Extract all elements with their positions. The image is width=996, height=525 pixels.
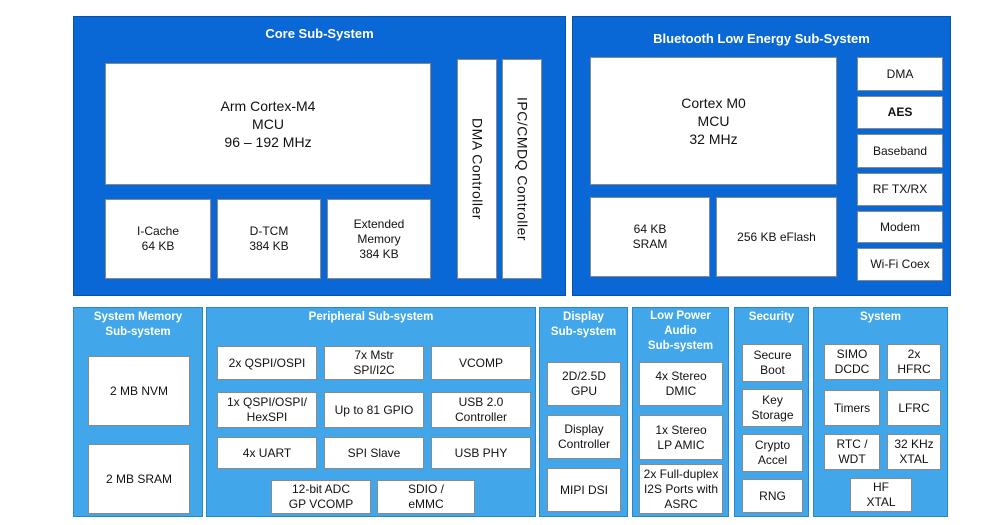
usb-controller-block: USB 2.0 Controller <box>431 392 531 428</box>
amic-block: 1x Stereo LP AMIC <box>639 415 723 460</box>
system-memory-subsystem: System Memory Sub-system 2 MB NVM 2 MB S… <box>73 307 203 517</box>
secure-boot-block: Secure Boot <box>742 344 803 382</box>
simo-dcdc-block: SIMO DCDC <box>824 344 880 380</box>
mipi-dsi-block: MIPI DSI <box>547 468 621 512</box>
aes-block: AES <box>857 96 943 129</box>
dma-controller-block: DMA Controller <box>457 59 497 279</box>
hfrc-block: 2x HFRC <box>887 344 941 380</box>
display-subsystem: Display Sub-system 2D/2.5D GPU Display C… <box>539 307 628 517</box>
gpu-block: 2D/2.5D GPU <box>547 362 621 406</box>
core-subsystem: Core Sub-System Arm Cortex-M4 MCU 96 – 1… <box>73 16 566 296</box>
mstr-spi-i2c-block: 7x Mstr SPI/I2C <box>324 346 424 380</box>
peripheral-subsystem-title: Peripheral Sub-system <box>308 311 434 323</box>
security-title: Security <box>748 311 795 323</box>
rtc-wdt-block: RTC / WDT <box>824 434 880 470</box>
crypto-accel-block: Crypto Accel <box>742 434 803 472</box>
xtal-32khz-block: 32 KHz XTAL <box>887 434 941 470</box>
modem-block: Modem <box>857 211 943 243</box>
sdio-emmc-block: SDIO / eMMC <box>377 480 475 514</box>
i2s-block: 2x Full-duplex I2S Ports with ASRC <box>639 464 723 514</box>
qspi-ospi-block: 2x QSPI/OSPI <box>217 346 317 380</box>
audio-subsystem: Low Power Audio Sub-system 4x Stereo DMI… <box>632 307 729 517</box>
adc-block: 12-bit ADC GP VCOMP <box>271 480 371 514</box>
vcomp-block: VCOMP <box>431 346 531 380</box>
display-controller-block: Display Controller <box>547 415 621 459</box>
system-subsystem: System SIMO DCDC 2x HFRC Timers LFRC RTC… <box>813 307 948 517</box>
display-subsystem-title: Display Sub-system <box>550 311 617 338</box>
security-subsystem: Security Secure Boot Key Storage Crypto … <box>734 307 809 517</box>
spi-slave-block: SPI Slave <box>324 437 424 469</box>
eflash-block: 256 KB eFlash <box>716 197 837 277</box>
timers-block: Timers <box>824 390 880 426</box>
wifi-coex-block: Wi-Fi Coex <box>857 248 943 281</box>
hf-xtal-block: HF XTAL <box>850 478 912 512</box>
ble-subsystem: Bluetooth Low Energy Sub-System Cortex M… <box>572 16 951 296</box>
dmic-block: 4x Stereo DMIC <box>639 362 723 406</box>
uart-block: 4x UART <box>217 437 317 469</box>
icache-block: I-Cache 64 KB <box>105 199 211 279</box>
usb-phy-block: USB PHY <box>431 437 531 469</box>
rng-block: RNG <box>742 479 803 513</box>
gpio-block: Up to 81 GPIO <box>324 392 424 428</box>
ble-subsystem-title: Bluetooth Low Energy Sub-System <box>653 31 870 46</box>
ble-sram-block: 64 KB SRAM <box>590 197 710 277</box>
ipc-cmdq-controller-block: IPC/CMDQ Controller <box>502 59 542 279</box>
core-subsystem-title: Core Sub-System <box>265 26 374 41</box>
cortex-m0-mcu-block: Cortex M0 MCU 32 MHz <box>590 57 837 185</box>
system-title: System <box>860 311 901 323</box>
cortex-m4-mcu-block: Arm Cortex-M4 MCU 96 – 192 MHz <box>105 63 431 185</box>
ble-dma-block: DMA <box>857 57 943 91</box>
baseband-block: Baseband <box>857 134 943 168</box>
system-sram-block: 2 MB SRAM <box>88 444 190 514</box>
system-memory-title: System Memory Sub-system <box>93 311 183 338</box>
extended-memory-block: Extended Memory 384 KB <box>327 199 431 279</box>
lfrc-block: LFRC <box>887 390 941 426</box>
audio-subsystem-title: Low Power Audio Sub-system <box>647 310 714 352</box>
peripheral-subsystem: Peripheral Sub-system 2x QSPI/OSPI 7x Ms… <box>206 307 536 517</box>
hexspi-block: 1x QSPI/OSPI/ HexSPI <box>217 392 317 428</box>
key-storage-block: Key Storage <box>742 389 803 427</box>
dtcm-block: D-TCM 384 KB <box>217 199 321 279</box>
rf-txrx-block: RF TX/RX <box>857 173 943 206</box>
nvm-block: 2 MB NVM <box>88 356 190 426</box>
